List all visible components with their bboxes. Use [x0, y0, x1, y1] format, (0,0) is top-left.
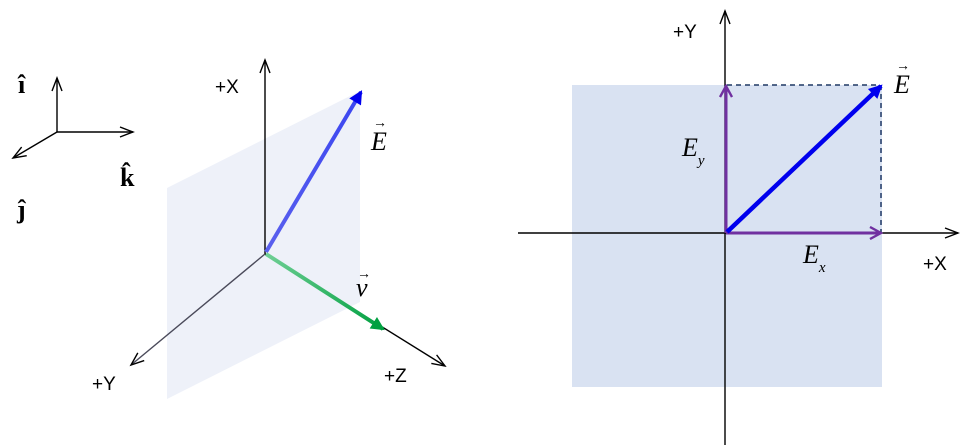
- ey-label: Ey: [681, 133, 705, 169]
- ey-subscript: y: [696, 153, 705, 169]
- e-vector-2d: [725, 84, 883, 234]
- ex-label: Ex: [802, 240, 826, 276]
- left-3d-figure: +X +Y +Z E → v →: [92, 58, 447, 399]
- unit-vector-triad: î k̂ ĵ: [11, 70, 135, 224]
- axis-y-3d: [129, 253, 266, 367]
- ex-subscript: x: [818, 260, 826, 276]
- axis-x-3d-label: +X: [215, 77, 239, 98]
- unit-k-label: k̂: [120, 163, 135, 192]
- e-vector-2d-arrow: →: [896, 59, 910, 74]
- axis-y-3d-label: +Y: [92, 374, 116, 395]
- unit-i-label: î: [17, 70, 26, 99]
- wave-plane: [167, 91, 360, 399]
- right-2d-figure: +Y +X E → Ey Ex: [518, 9, 960, 445]
- axis-y-2d-label: +Y: [673, 22, 697, 43]
- e-vector-3d: [264, 90, 363, 254]
- axis-x-2d-label: +X: [923, 254, 947, 275]
- e-vector-2d-label: E: [893, 70, 910, 99]
- v-vector-3d-label: v: [356, 273, 368, 302]
- unit-j-axis: [11, 131, 58, 159]
- v-vector-3d: [264, 252, 385, 331]
- e-vector-3d-arrow: →: [373, 116, 387, 131]
- e-vector-3d-label: E: [370, 127, 387, 156]
- v-vector-3d-arrow: →: [357, 267, 371, 282]
- axis-z-3d-label: +Z: [384, 366, 407, 387]
- unit-j-label: ĵ: [16, 195, 27, 224]
